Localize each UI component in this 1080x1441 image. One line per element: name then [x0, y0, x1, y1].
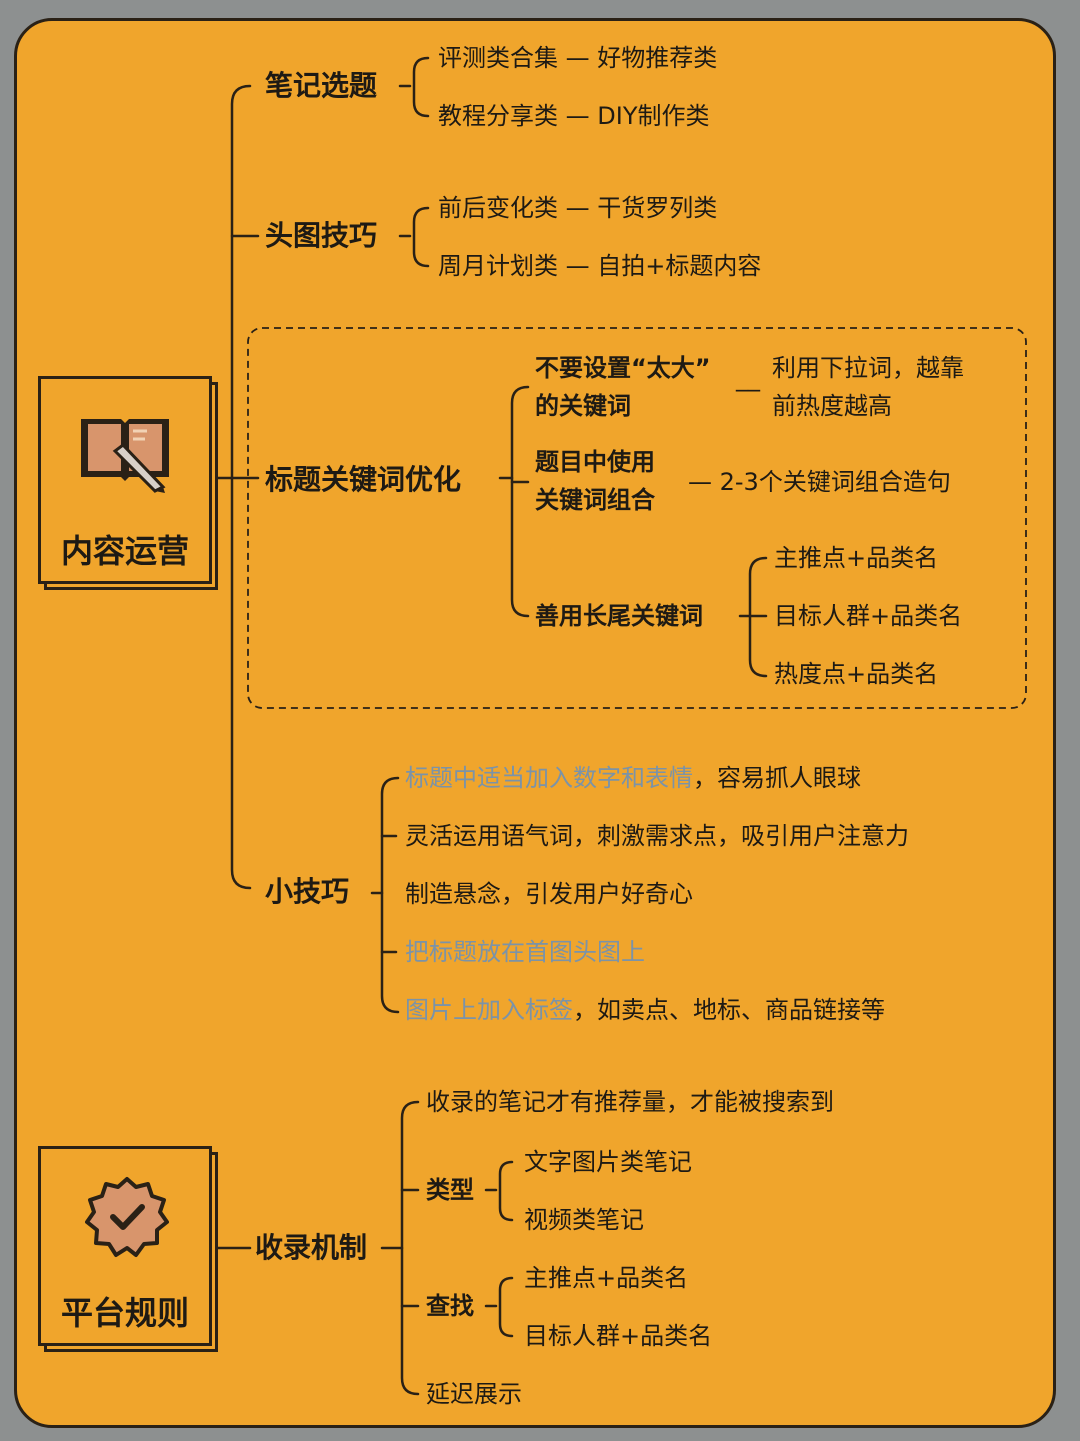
- tips-item-4: 把标题放在首图头图上: [405, 938, 645, 966]
- keyword-sub1-line2: 的关键词: [535, 392, 631, 420]
- cover-item-2: 周月计划类 — 自拍+标题内容: [438, 252, 762, 280]
- tips-item-5: 图片上加入标签，如卖点、地标、商品链接等: [405, 998, 885, 1022]
- tips-item-1-rest: ，容易抓人眼球: [693, 764, 861, 792]
- tips-item-5-highlight: 图片上加入标签: [405, 996, 573, 1024]
- platform-rules-box: 平台规则: [38, 1146, 212, 1346]
- longtail-item-2: 目标人群+品类名: [774, 602, 963, 630]
- indexing-type-label: 类型: [426, 1176, 474, 1204]
- keyword-sub2-note: — 2-3个关键词组合造句: [688, 468, 951, 496]
- open-book-pencil-icon: [81, 419, 169, 493]
- type-item-2: 视频类笔记: [524, 1206, 644, 1234]
- branch-keyword: 标题关键词优化: [265, 463, 462, 496]
- type-item-1: 文字图片类笔记: [524, 1148, 692, 1176]
- content-ops-title: 内容运营: [60, 532, 189, 570]
- longtail-item-3: 热度点+品类名: [774, 660, 939, 688]
- topic-item-2: 教程分享类 — DIY制作类: [438, 102, 710, 130]
- tips-item-3: 制造悬念，引发用户好奇心: [405, 880, 693, 908]
- keyword-sub3-label: 善用长尾关键词: [535, 602, 703, 630]
- branch-indexing: 收录机制: [255, 1231, 368, 1264]
- keyword-sub2-line1: 题目中使用: [535, 448, 655, 476]
- tips-item-1-highlight: 标题中适当加入数字和表情: [405, 764, 693, 792]
- verified-badge-check-icon: [85, 1177, 169, 1257]
- keyword-sub2-line2: 关键词组合: [535, 486, 655, 514]
- platform-rules-title: 平台规则: [60, 1294, 189, 1332]
- cover-item-1: 前后变化类 — 干货罗列类: [438, 194, 718, 222]
- content-ops-box: 内容运营: [38, 376, 212, 584]
- find-item-1: 主推点+品类名: [524, 1264, 689, 1292]
- keyword-sub1-line1: 不要设置“太大”: [535, 354, 711, 382]
- branch-cover: 头图技巧: [265, 219, 378, 252]
- keyword-sub1-connector: __: [736, 364, 760, 392]
- topic-item-1: 评测类合集 — 好物推荐类: [438, 44, 718, 72]
- tips-item-5-rest: ，如卖点、地标、商品链接等: [573, 996, 885, 1024]
- keyword-sub1-note-line1: 利用下拉词，越靠: [772, 354, 964, 382]
- branch-tips: 小技巧: [265, 875, 350, 908]
- branch-topic: 笔记选题: [265, 69, 378, 102]
- indexing-item-1: 收录的笔记才有推荐量，才能被搜索到: [426, 1088, 834, 1116]
- longtail-item-1: 主推点+品类名: [774, 544, 939, 572]
- find-item-2: 目标人群+品类名: [524, 1322, 713, 1350]
- indexing-item-last: 延迟展示: [426, 1380, 522, 1408]
- tips-item-2: 灵活运用语气词，刺激需求点，吸引用户注意力: [405, 822, 909, 850]
- indexing-find-label: 查找: [426, 1292, 474, 1320]
- keyword-sub1-note-line2: 前热度越高: [772, 392, 892, 420]
- tips-item-1: 标题中适当加入数字和表情，容易抓人眼球: [405, 766, 861, 790]
